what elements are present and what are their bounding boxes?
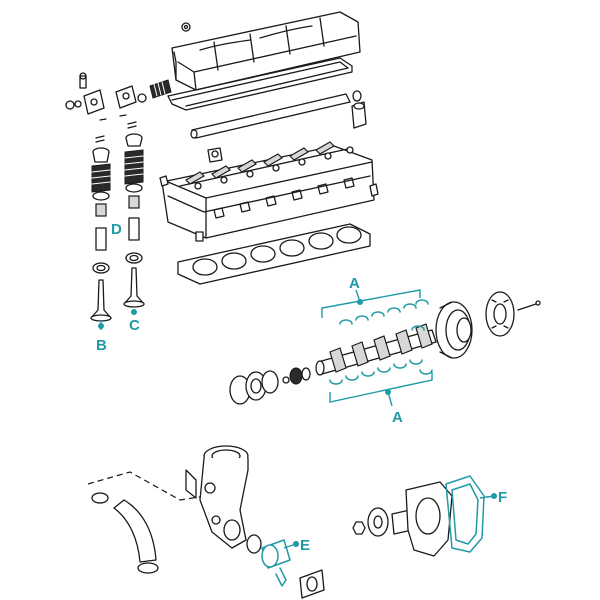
label-c: C	[129, 317, 140, 334]
cylinder-head	[159, 141, 379, 239]
label-d: D	[111, 221, 122, 238]
head-gasket	[177, 223, 371, 285]
cover-gasket	[167, 57, 353, 111]
bracket-a-top	[321, 289, 421, 318]
valve-assembly-c	[123, 121, 145, 308]
head-ports	[213, 177, 355, 219]
crankshaft	[315, 323, 437, 376]
thermostat-e	[246, 534, 325, 599]
label-e: E	[300, 537, 310, 554]
bracket-a-bottom	[329, 372, 433, 407]
water-pump	[352, 481, 453, 557]
callout-a-top: A	[349, 275, 360, 292]
rocker-brackets	[65, 72, 147, 121]
pump-gasket-f	[445, 475, 485, 553]
label-b: B	[96, 337, 107, 354]
main-bearings-upper	[339, 299, 429, 331]
valve-cover	[171, 11, 361, 91]
hose	[91, 492, 159, 574]
callout-c: C	[129, 309, 140, 334]
pulley-damper	[229, 367, 311, 405]
bracket	[207, 147, 223, 163]
label-a-bottom: A	[392, 409, 403, 426]
label-a-top: A	[349, 275, 360, 292]
rocker-arms	[179, 141, 354, 190]
push-tube	[190, 90, 367, 139]
flex-plate	[485, 291, 541, 337]
callout-f: F	[479, 489, 507, 506]
callout-b: B	[96, 320, 107, 354]
flywheel	[435, 301, 473, 359]
valve-assembly-b	[90, 135, 112, 322]
callout-a-bottom: A	[392, 409, 403, 426]
callout-d: D	[111, 221, 122, 238]
label-f: F	[498, 489, 507, 506]
thermostat-housing	[87, 445, 249, 549]
callout-e: E	[283, 537, 310, 554]
spring-part	[149, 79, 172, 99]
main-bearings-lower	[329, 359, 433, 385]
dowel	[195, 231, 204, 242]
